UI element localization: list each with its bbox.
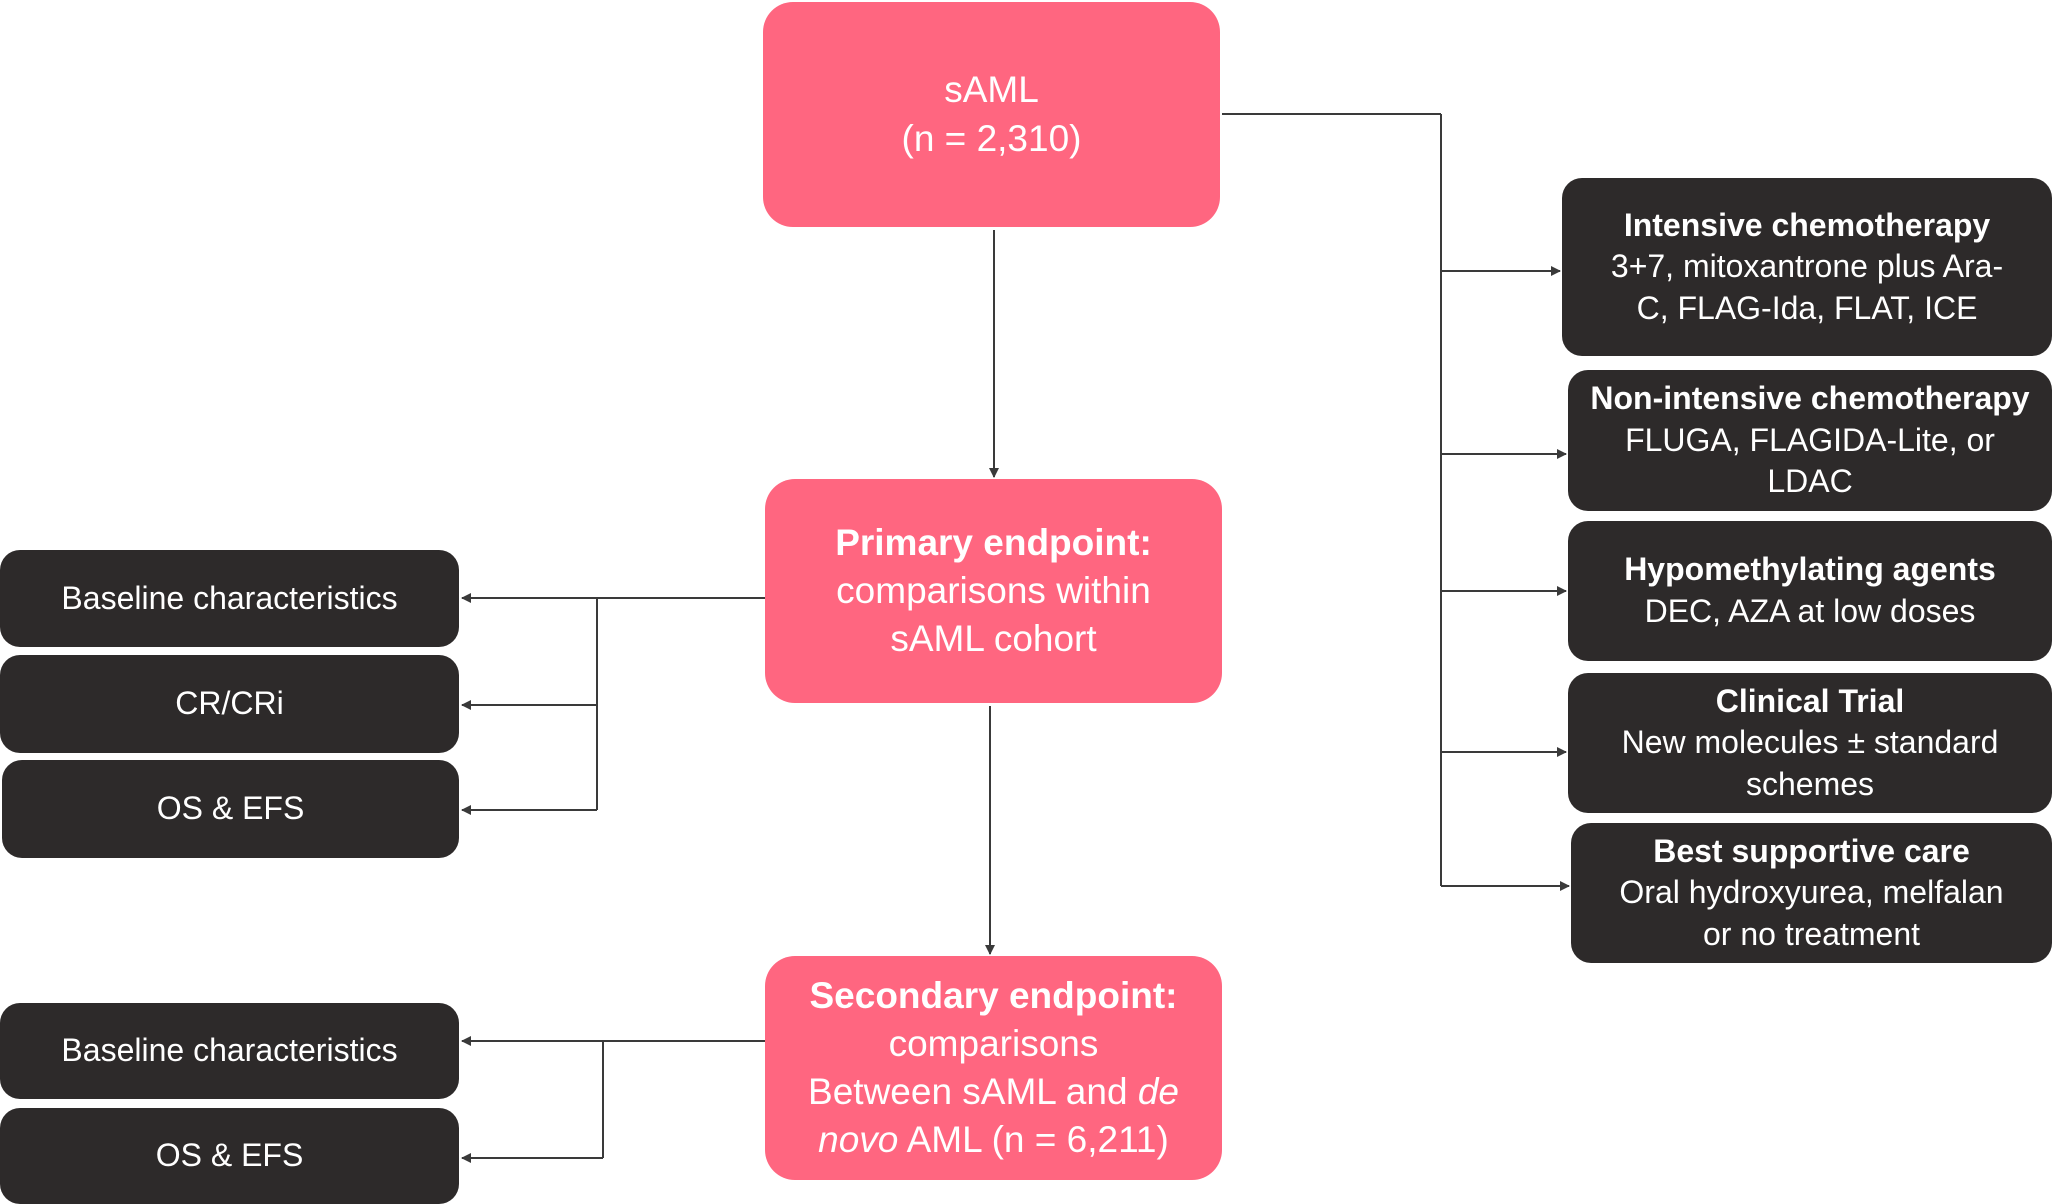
primary-endpoint-line2: sAML cohort	[890, 618, 1097, 660]
treatment-trial-title: Clinical Trial	[1715, 682, 1905, 719]
treatment-nonintensive-title: Non-intensive chemotherapy	[1590, 380, 2030, 417]
treatment-hma-box: Hypomethylating agents DEC, AZA at low d…	[1568, 521, 2052, 661]
primary-outcome-baseline-box: Baseline characteristics	[0, 550, 459, 647]
primary-endpoint-line1: comparisons within	[836, 569, 1151, 611]
treatment-intensive-box: Intensive chemotherapy 3+7, mitoxantrone…	[1562, 178, 2052, 356]
secondary-outcome-os-box: OS & EFS	[0, 1108, 459, 1204]
treatment-hma-line1: DEC, AZA at low doses	[1644, 593, 1976, 629]
primary-endpoint-title: Primary endpoint:	[835, 521, 1152, 563]
secondary-outcome-os-label: OS & EFS	[155, 1137, 304, 1174]
secondary-endpoint-line3: novo AML (n = 6,211)	[818, 1116, 1169, 1164]
primary-outcome-cr-box: CR/CRi	[0, 655, 459, 753]
treatment-intensive-line2: C, FLAG-Ida, FLAT, ICE	[1636, 289, 1978, 326]
secondary-endpoint-line2: Between sAML and de	[808, 1068, 1179, 1116]
secondary-outcome-baseline-label: Baseline characteristics	[61, 1032, 398, 1069]
primary-outcome-os-label: OS & EFS	[156, 790, 305, 827]
treatment-trial-box: Clinical Trial New molecules ± standard …	[1568, 673, 2052, 813]
treatment-trial-line2: schemes	[1745, 765, 1875, 802]
secondary-text-de: de	[1137, 1071, 1179, 1112]
primary-endpoint-box: Primary endpoint: comparisons within sAM…	[765, 479, 1222, 703]
treatment-nonintensive-line1: FLUGA, FLAGIDA-Lite, or	[1625, 421, 1995, 458]
secondary-text-aml-count: AML (n = 6,211)	[898, 1119, 1169, 1161]
secondary-endpoint-box: Secondary endpoint: comparisons Between …	[765, 956, 1222, 1180]
secondary-text-between: Between sAML and	[808, 1071, 1138, 1112]
secondary-outcome-baseline-box: Baseline characteristics	[0, 1003, 459, 1099]
treatment-bsc-line2: or no treatment	[1703, 915, 1920, 952]
primary-outcome-cr-label: CR/CRi	[175, 685, 284, 722]
primary-outcome-os-box: OS & EFS	[2, 760, 459, 858]
secondary-endpoint-title: Secondary endpoint:	[809, 974, 1178, 1016]
saml-cohort-box: sAML (n = 2,310)	[763, 2, 1220, 227]
treatment-bsc-title: Best supportive care	[1653, 832, 1970, 869]
primary-outcome-baseline-label: Baseline characteristics	[61, 579, 398, 616]
treatment-nonintensive-box: Non-intensive chemotherapy FLUGA, FLAGID…	[1568, 370, 2052, 511]
secondary-endpoint-line1: comparisons	[888, 1022, 1099, 1064]
treatment-intensive-title: Intensive chemotherapy	[1623, 206, 1991, 243]
treatment-intensive-line1: 3+7, mitoxantrone plus Ara-	[1610, 248, 2004, 285]
saml-label: sAML	[944, 69, 1039, 111]
saml-count: (n = 2,310)	[901, 117, 1082, 159]
treatment-nonintensive-line2: LDAC	[1767, 463, 1853, 500]
treatment-bsc-line1: Oral hydroxyurea, melfalan	[1619, 874, 2004, 911]
treatment-trial-line1: New molecules ± standard	[1621, 724, 1999, 761]
treatment-hma-title: Hypomethylating agents	[1624, 551, 1996, 588]
secondary-text-novo: novo	[818, 1119, 899, 1161]
treatment-bsc-box: Best supportive care Oral hydroxyurea, m…	[1571, 823, 2052, 963]
